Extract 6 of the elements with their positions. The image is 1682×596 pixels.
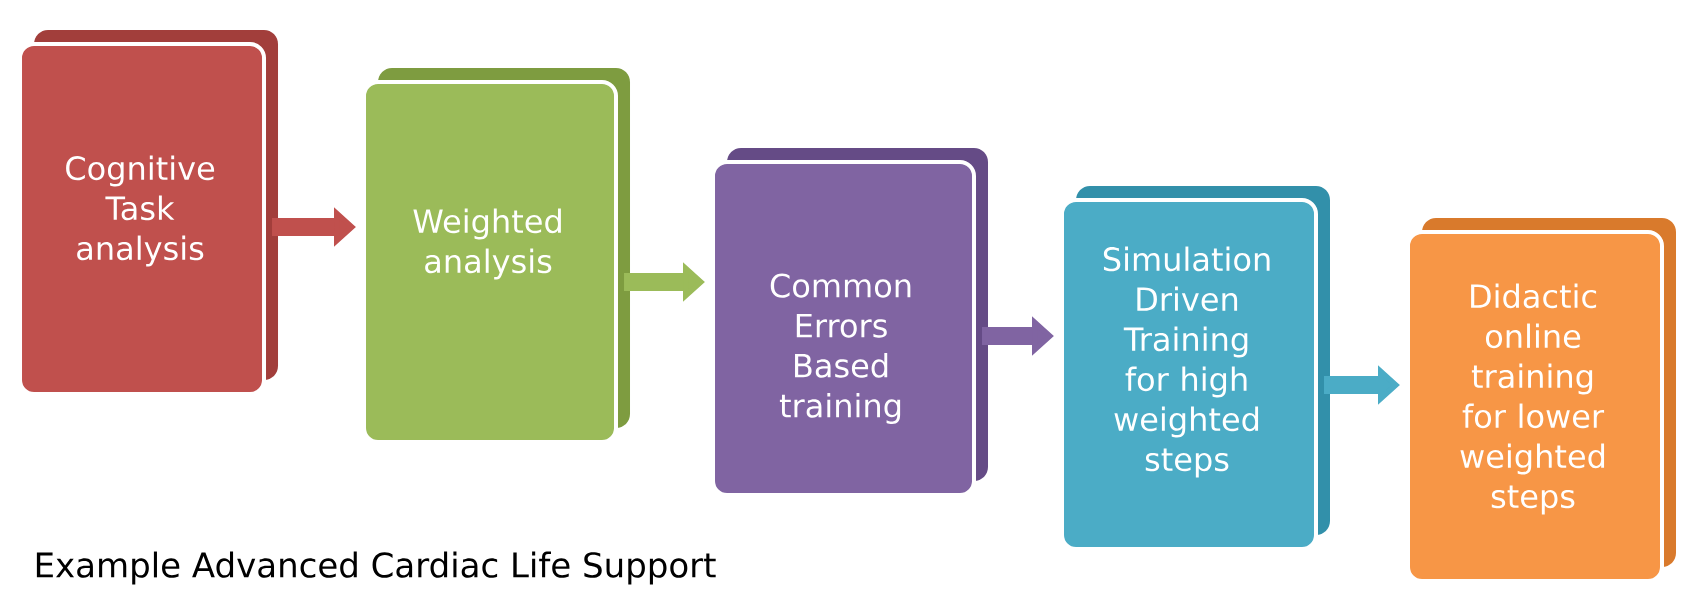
process-box: Cognitive Task analysis [18, 30, 278, 396]
caption: Example Advanced Cardiac Life Support [36, 551, 716, 585]
process-box: Common Errors Based training [711, 148, 988, 497]
process-box: Didactic online training for lower weighted steps [1406, 218, 1676, 583]
process-box: Weighted analysis [362, 68, 630, 444]
process-box: Simulation Driven Training for high weighted steps [1060, 186, 1330, 551]
